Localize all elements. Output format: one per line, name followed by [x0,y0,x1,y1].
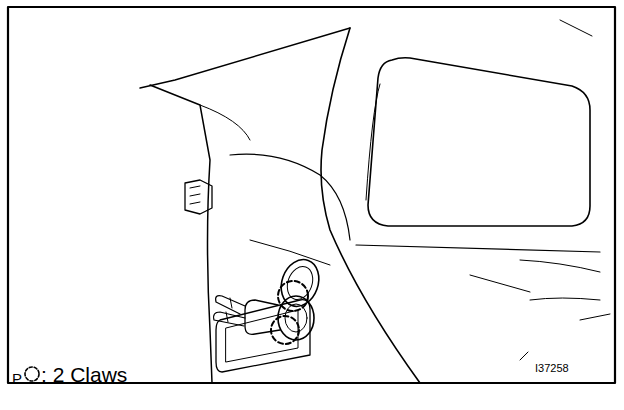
window-seal [366,84,380,200]
wire-harness [214,312,245,326]
pillar-edge [150,85,212,383]
outlet-socket [285,304,307,332]
outlet-body [245,300,280,334]
roof-line [140,28,350,88]
panel-line [356,245,600,252]
panel-line [520,260,600,272]
legend-text: : 2 Claws [41,364,127,385]
pocket [226,310,298,362]
panel-line [520,352,528,360]
figure-number: I37258 [535,363,569,374]
frame [8,7,615,383]
claw-symbol [25,367,39,381]
marker-letter: P [12,371,22,386]
clip [190,186,200,204]
panel-line [580,314,610,320]
trim-panel [250,240,330,265]
quarter-window [368,58,590,226]
panel-line [470,275,530,292]
trim-edge [321,28,420,383]
wire-harness [226,298,232,322]
claw-mark [271,316,299,344]
roof-line [560,20,592,36]
trim-panel [230,154,350,240]
pillar-edge [200,105,250,140]
clip [185,180,212,214]
panel-line [530,298,600,300]
claw-mark [278,281,308,311]
outlet-socket [278,296,314,340]
